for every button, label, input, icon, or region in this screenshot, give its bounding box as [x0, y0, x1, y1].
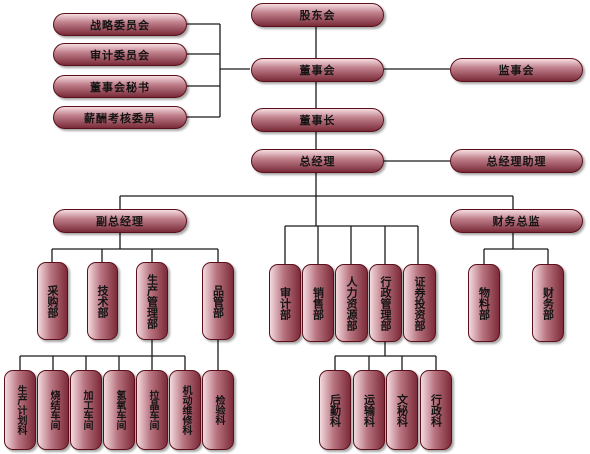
machining-workshop-node: 加工车间 — [70, 370, 102, 450]
transport-node: 运输科 — [353, 370, 385, 450]
finance-dept-node: 财务部 — [532, 264, 564, 342]
sales-dept-node: 销售部 — [302, 264, 334, 342]
inspection-node: 检验科 — [202, 370, 234, 450]
materials-dept-node: 物料部 — [468, 264, 500, 342]
crystal-pulling-workshop-node: 拉晶车间 — [136, 370, 168, 450]
technical-dept-node: 技术部 — [87, 262, 118, 340]
strategy-committee-node: 战略委员会 — [53, 13, 187, 36]
admin-mgmt-dept-node: 行政管理部 — [369, 264, 402, 342]
gm-assistant-node: 总经理助理 — [450, 149, 583, 173]
sintering-workshop-node: 烧结车间 — [37, 370, 69, 450]
finance-director-node: 财务总监 — [450, 209, 583, 233]
equipment-maintenance-node: 机动维修科 — [169, 370, 201, 450]
administration-node: 行政科 — [420, 370, 452, 450]
deputy-gm-node: 副总经理 — [53, 209, 187, 233]
securities-dept-node: 证券投资部 — [403, 264, 436, 342]
procurement-dept-node: 采购部 — [37, 262, 68, 340]
hr-dept-node: 人力资源部 — [335, 264, 368, 342]
quality-mgmt-dept-node: 品管部 — [202, 262, 234, 340]
logistics-node: 后勤科 — [319, 370, 351, 450]
hydrogen-oxygen-workshop-node: 氢氧车间 — [103, 370, 135, 450]
gm-node: 总经理 — [251, 149, 384, 173]
production-planning-node: 生产计划科 — [4, 370, 36, 450]
board-node: 董事会 — [251, 58, 384, 82]
chairman-node: 董事长 — [251, 108, 384, 132]
production-mgmt-dept-node: 生产管理部 — [136, 262, 168, 340]
supervisors-node: 监事会 — [450, 58, 583, 82]
board-secretary-node: 董事会秘书 — [53, 75, 187, 98]
audit-dept-node: 审计部 — [269, 264, 301, 342]
compensation-committee-node: 薪酬考核委员 — [53, 106, 187, 129]
secretarial-node: 文秘科 — [386, 370, 418, 450]
shareholders-node: 股东会 — [251, 3, 384, 27]
audit-committee-node: 审计委员会 — [53, 43, 187, 66]
